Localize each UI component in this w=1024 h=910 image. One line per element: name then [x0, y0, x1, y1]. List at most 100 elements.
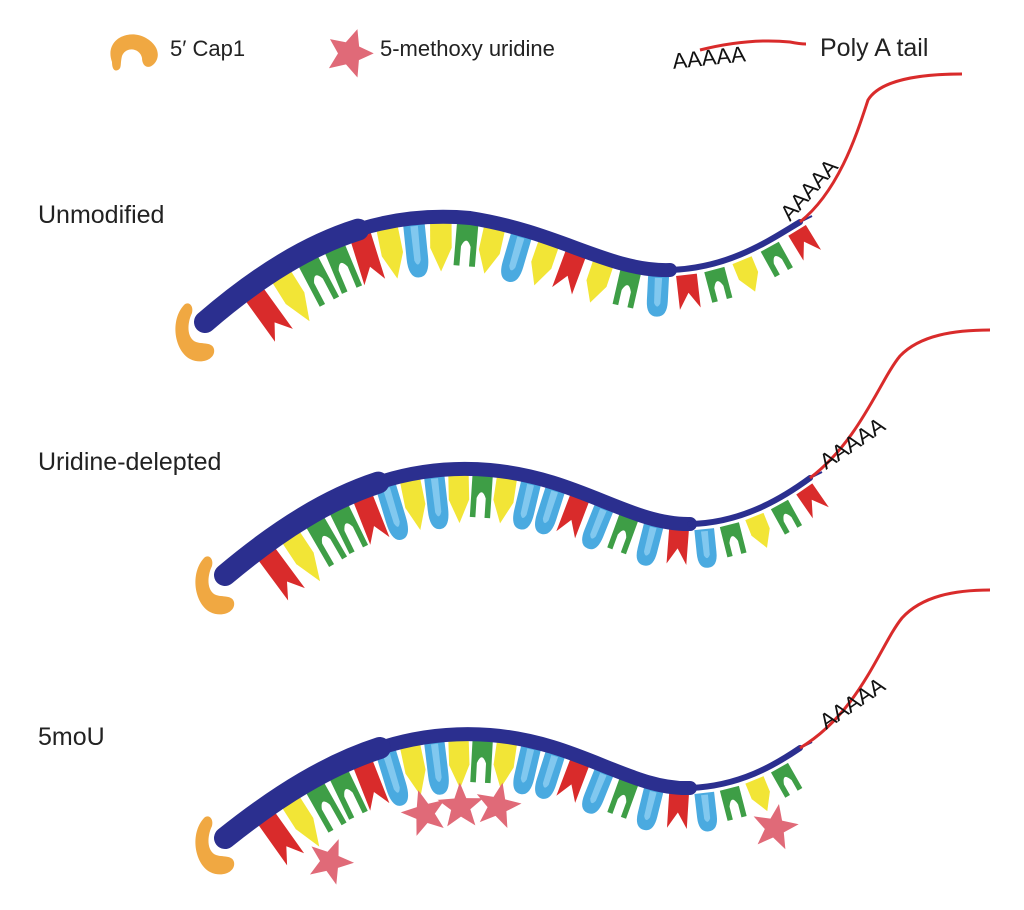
nucleotide-yellow: [376, 226, 404, 279]
poly-a-tail-line: [799, 588, 991, 750]
modified-uridine-star: [476, 782, 522, 829]
nucleotide-blue: [582, 768, 614, 814]
nucleotide-yellow: [493, 476, 517, 524]
nucleotide-green: [453, 222, 479, 267]
nucleotide-red: [352, 757, 390, 811]
rna-backbone-head: [194, 205, 481, 333]
nucleotide-blue: [694, 528, 717, 568]
nucleotide-yellow: [280, 528, 321, 582]
five-prime-cap: [195, 816, 235, 875]
nucleotide-red: [255, 544, 305, 601]
nucleotide-blue: [636, 522, 664, 566]
nucleotide-blue: [582, 504, 614, 550]
nucleotide-red: [552, 250, 586, 295]
legend-poly-a-sequence: AAAAA: [671, 41, 747, 74]
nucleotide-green: [704, 266, 733, 303]
legend-poly-a-label: Poly A tail: [820, 34, 928, 62]
nucleotide-red: [352, 491, 390, 545]
rna-backbone-head: [214, 457, 501, 586]
nucleotide-yellow: [745, 512, 770, 548]
nucleotide-green: [760, 241, 793, 278]
nucleotide-red: [676, 273, 701, 310]
rna-backbone-head: [214, 723, 501, 849]
rna-backbone-tail: [687, 745, 803, 791]
star-icon: [328, 29, 374, 78]
row-label-unmodified: Unmodified: [38, 201, 164, 229]
nucleotide-yellow: [478, 226, 505, 274]
nucleotide-red: [243, 285, 293, 342]
rna-backbone-tail: [667, 219, 803, 273]
row-label-5mou: 5moU: [38, 723, 105, 751]
nucleotide-red: [796, 483, 829, 519]
nucleotide-blue: [694, 791, 718, 832]
nucleotide-red: [666, 793, 689, 830]
modified-uridine-star: [309, 839, 355, 885]
nucleotide-yellow: [279, 793, 320, 847]
modified-uridine-star: [437, 782, 484, 827]
legend: 5′ Cap1 5-methoxy uridine AAAAA Poly A t…: [110, 29, 928, 78]
nucleotide-green: [304, 513, 348, 567]
nucleotide-blue: [376, 749, 409, 806]
poly-a-legend-icon: AAAAA: [671, 39, 807, 74]
nucleotide-blue: [424, 740, 449, 795]
modified-uridine-star: [400, 790, 445, 836]
nucleotide-green: [719, 785, 747, 821]
nucleotide-yellow: [531, 240, 559, 286]
nucleotide-yellow: [493, 741, 517, 789]
nucleotide-blue: [646, 275, 670, 317]
nucleotide-green: [323, 240, 363, 294]
nucleotide-green: [612, 269, 641, 309]
nucleotide-blue: [424, 475, 449, 530]
five-prime-cap: [195, 556, 235, 615]
nucleotide-green: [469, 474, 493, 519]
cap-icon: [110, 34, 158, 71]
five-prime-cap: [175, 303, 215, 362]
nucleotide-blue: [376, 483, 409, 540]
modified-uridine-star: [753, 803, 799, 850]
mrna-strand-5mou: AAAAA: [195, 588, 991, 885]
nucleotide-red: [556, 494, 590, 539]
nucleotide-green: [328, 766, 368, 820]
nucleotide-green: [304, 779, 347, 833]
nucleotide-yellow: [448, 739, 470, 789]
nucleotide-yellow: [745, 776, 770, 812]
nucleotide-blue: [535, 486, 565, 535]
nucleotide-red: [255, 809, 305, 866]
poly-a-sequence: AAAAA: [815, 412, 890, 474]
poly-a-tail-line: [809, 328, 991, 480]
nucleotide-yellow: [400, 478, 426, 531]
nucleotide-red: [788, 225, 822, 261]
legend-modified-uridine-label: 5-methoxy uridine: [380, 36, 555, 61]
nucleotide-green: [607, 514, 639, 555]
nucleotide-green: [328, 501, 369, 554]
nucleotide-blue: [403, 223, 429, 278]
nucleotide-green: [296, 252, 340, 307]
nucleotide-blue: [513, 480, 541, 530]
nucleotide-green: [719, 522, 747, 558]
poly-a-tail-line: [799, 72, 963, 224]
nucleotide-yellow: [400, 743, 426, 796]
nucleotide-green: [770, 762, 803, 798]
legend-cap-label: 5′ Cap1: [170, 36, 245, 61]
rna-backbone-tail: [687, 475, 813, 527]
poly-a-sequence: AAAAA: [815, 672, 890, 734]
nucleotide-yellow: [270, 267, 310, 322]
mrna-strand-uridine-depleted: AAAAA: [195, 328, 991, 615]
nucleotide-green: [470, 739, 493, 784]
nucleotide-red: [556, 759, 590, 803]
mrna-strand-unmodified: AAAAA: [175, 72, 963, 362]
nucleotide-yellow: [732, 256, 759, 292]
nucleotide-blue: [513, 745, 541, 795]
nucleotide-blue: [535, 751, 565, 799]
nucleotide-green: [770, 499, 803, 535]
row-label-uridine-depleted: Uridine-delepted: [38, 448, 221, 476]
nucleotide-yellow: [448, 474, 470, 524]
nucleotide-blue: [501, 232, 532, 283]
nucleotide-yellow: [430, 222, 452, 272]
nucleotide-red: [666, 528, 689, 566]
nucleotide-red: [349, 231, 386, 286]
nucleotide-blue: [636, 787, 664, 831]
nucleotide-green: [607, 778, 639, 819]
nucleotide-yellow: [586, 260, 614, 303]
